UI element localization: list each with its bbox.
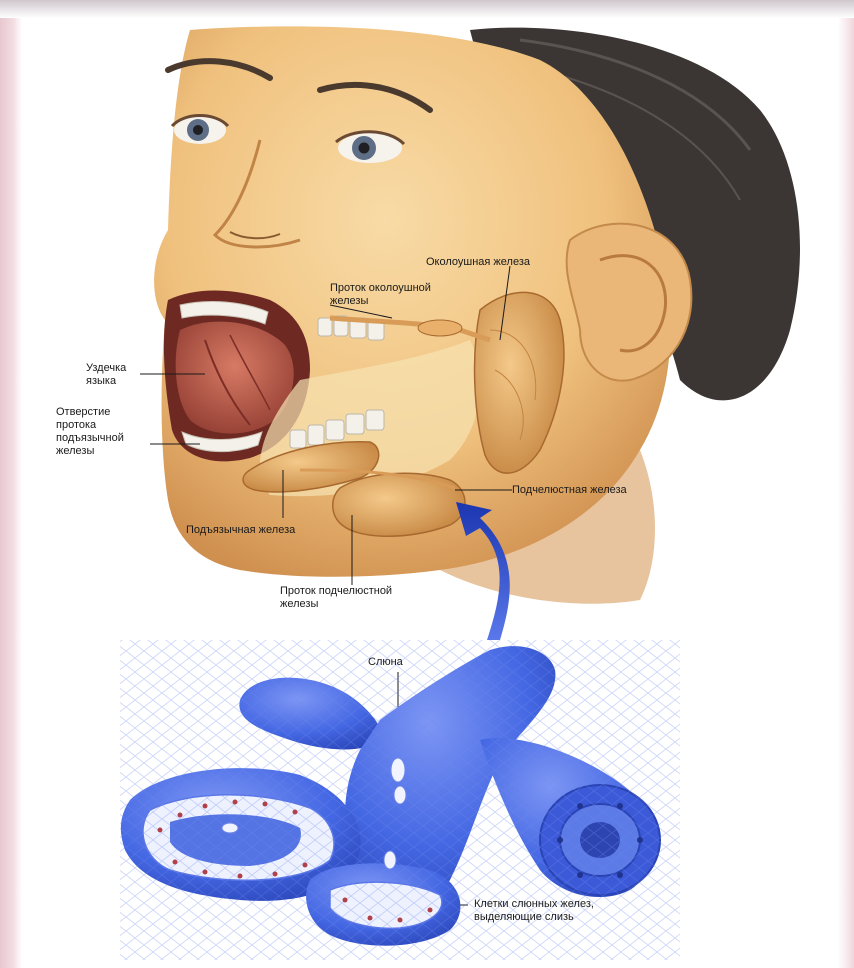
submandibular-gland	[333, 473, 465, 536]
glandular-tissue	[120, 640, 680, 960]
label-submandibular-duct: Проток подчелюстной железы	[280, 585, 392, 611]
label-parotid-gland: Околоушная железа	[426, 256, 530, 269]
label-submandibular-gland: Подчелюстная железа	[512, 484, 627, 497]
label-frenulum: Уздечка языка	[86, 362, 126, 388]
label-parotid-duct: Проток околоушной железы	[330, 282, 431, 308]
label-saliva: Слюна	[368, 656, 403, 669]
label-mucus-cells: Клетки слюнных желез, выделяющие слизь	[474, 898, 594, 924]
ear	[567, 224, 692, 381]
label-sublingual-duct-opening: Отверстие протока подъязычной железы	[56, 406, 124, 458]
label-sublingual-gland: Подъязычная железа	[186, 524, 295, 537]
